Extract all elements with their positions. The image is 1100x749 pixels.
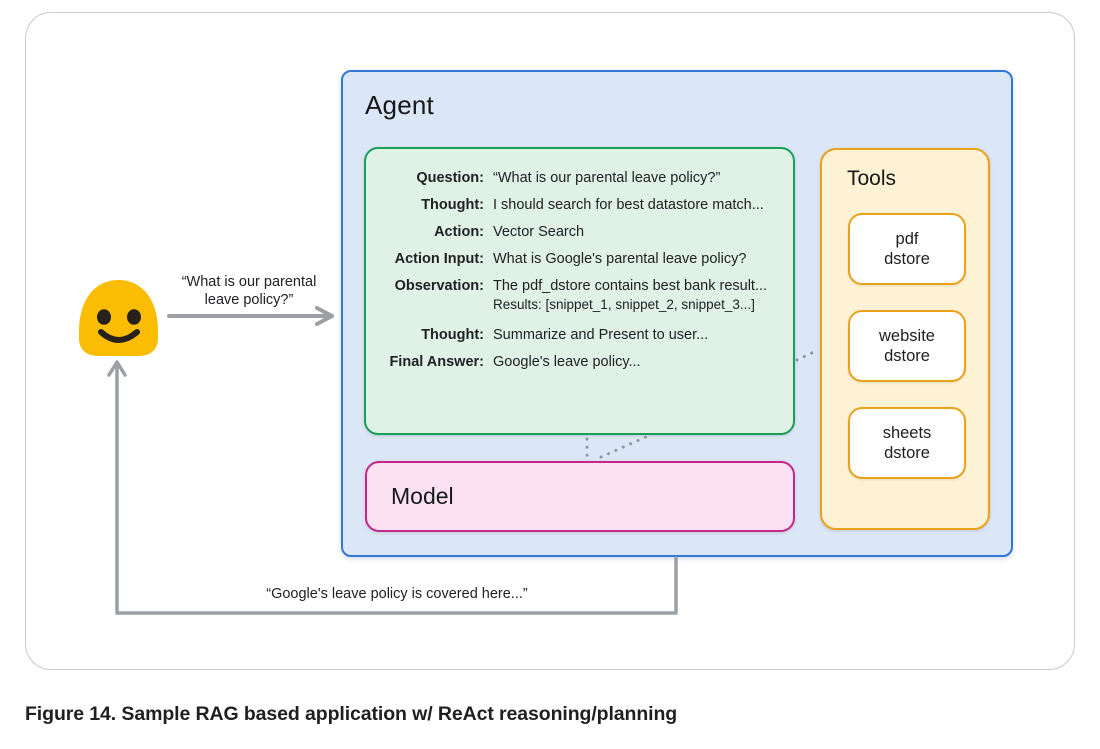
react-trace-box: Question: “What is our parental leave po… <box>364 147 795 435</box>
tool-website-dstore: website dstore <box>848 310 966 382</box>
tool-label-line: pdf <box>895 230 919 248</box>
react-value: “What is our parental leave policy?” <box>493 170 721 186</box>
tools-box: Tools pdf dstore website dstore sheets d… <box>820 148 990 530</box>
react-row-thought-2: Thought: Summarize and Present to user..… <box>366 326 783 345</box>
tool-label-line: sheets <box>882 424 932 442</box>
react-row-thought-1: Thought: I should search for best datast… <box>366 196 783 215</box>
model-title: Model <box>391 483 454 509</box>
react-row-question: Question: “What is our parental leave po… <box>366 169 783 188</box>
tool-sheets-dstore: sheets dstore <box>848 407 966 479</box>
react-value: Vector Search <box>493 224 585 240</box>
tool-label-line: dstore <box>884 250 930 268</box>
agent-response-text: “Google's leave policy is covered here..… <box>266 586 528 602</box>
tool-pdf-dstore: pdf dstore <box>848 213 966 285</box>
tools-title: Tools <box>847 167 897 190</box>
tool-label-line: website <box>879 327 935 345</box>
observation-line-2: Results: [snippet_1, snippet_2, snippet_… <box>493 297 755 312</box>
react-label: Observation: <box>394 278 484 294</box>
react-label: Action Input: <box>394 251 484 267</box>
react-label: Thought: <box>421 327 484 343</box>
figure-caption: Figure 14. Sample RAG based application … <box>25 703 678 725</box>
react-row-action: Action: Vector Search <box>366 223 783 242</box>
agent-title: Agent <box>365 90 434 120</box>
react-label: Final Answer: <box>389 354 484 370</box>
react-label: Question: <box>416 170 484 186</box>
react-label: Action: <box>434 224 484 240</box>
react-value: The pdf_dstore contains best bank result… <box>493 277 767 314</box>
react-row-observation: Observation: The pdf_dstore contains bes… <box>366 277 783 314</box>
user-query-text: “What is our parental leave policy?” <box>181 274 317 308</box>
react-row-final-answer: Final Answer: Google's leave policy... <box>366 353 783 372</box>
tool-label-line: dstore <box>884 347 930 365</box>
model-box: Model <box>365 461 795 532</box>
react-value: Summarize and Present to user... <box>493 327 709 343</box>
react-value: Google's leave policy... <box>493 354 641 370</box>
react-label: Thought: <box>421 197 484 213</box>
react-row-action-input: Action Input: What is Google's parental … <box>366 250 783 269</box>
react-value: What is Google's parental leave policy? <box>493 251 747 267</box>
react-value: I should search for best datastore match… <box>493 197 764 213</box>
tool-label-line: dstore <box>884 444 930 462</box>
observation-line-1: The pdf_dstore contains best bank result… <box>493 278 768 294</box>
